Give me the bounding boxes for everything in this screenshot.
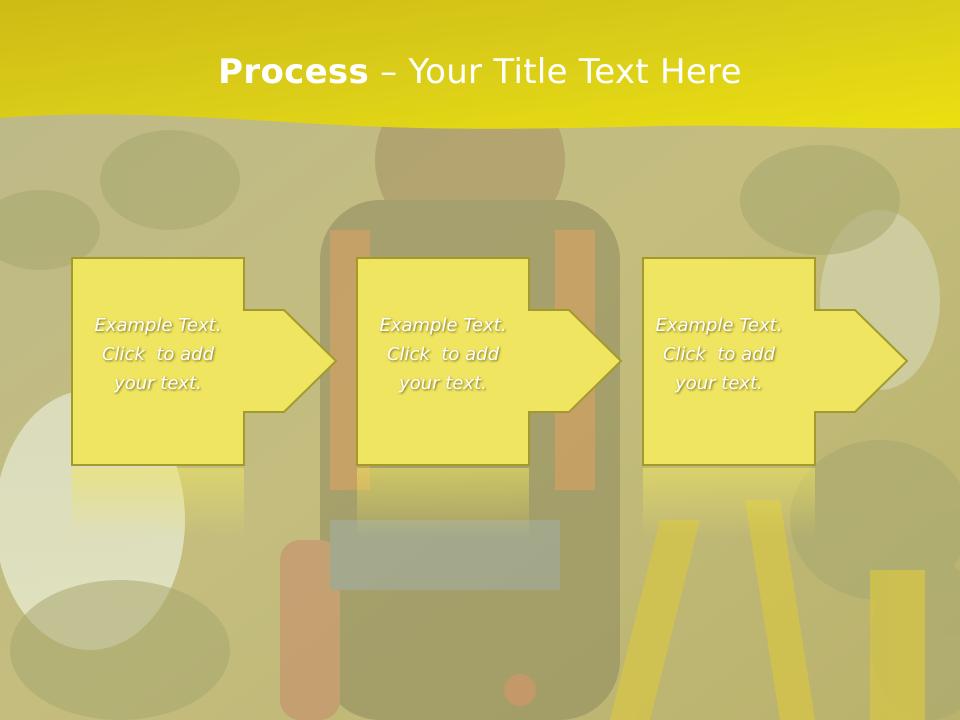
step-1-reflection: [72, 468, 244, 538]
step-3-line-2: Click to add: [662, 344, 775, 365]
step-2-text[interactable]: Example Text. Click to add your text.: [357, 311, 529, 398]
step-1-line-3: your text.: [114, 373, 202, 394]
step-3-arrow-box[interactable]: [642, 257, 909, 466]
step-1-text[interactable]: Example Text. Click to add your text.: [72, 311, 244, 398]
step-2-line-2: Click to add: [386, 344, 499, 365]
step-2-line-1: Example Text.: [379, 315, 507, 336]
step-2-line-3: your text.: [399, 373, 487, 394]
title-bold-word: Process: [218, 52, 370, 92]
slide-title[interactable]: Process – Your Title Text Here: [0, 52, 960, 92]
step-3-line-1: Example Text.: [655, 315, 783, 336]
step-3-line-3: your text.: [675, 373, 763, 394]
step-3-text[interactable]: Example Text. Click to add your text.: [633, 311, 805, 398]
step-1-arrow-box[interactable]: [71, 257, 338, 466]
step-1-line-1: Example Text.: [94, 315, 222, 336]
step-2-arrow-box[interactable]: [356, 257, 623, 466]
title-banner: [0, 0, 960, 129]
step-1-line-2: Click to add: [101, 344, 214, 365]
title-rest: Your Title Text Here: [408, 52, 742, 92]
step-2-reflection: [357, 468, 529, 538]
title-dash: –: [380, 52, 398, 92]
step-3-reflection: [643, 468, 815, 538]
